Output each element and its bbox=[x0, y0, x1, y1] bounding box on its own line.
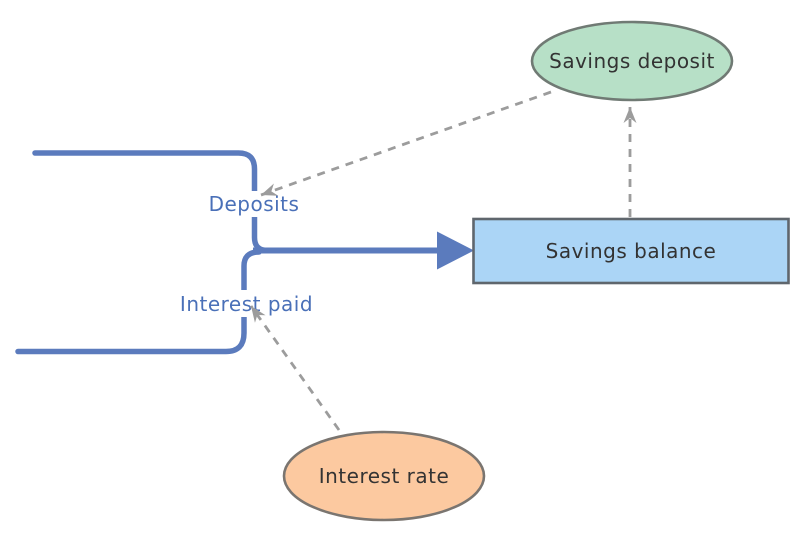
deposits-flow-label[interactable]: Deposits bbox=[201, 191, 307, 217]
interest-paid-flow-label[interactable]: Interest paid bbox=[171, 290, 322, 317]
savings-deposit-node[interactable] bbox=[530, 20, 734, 102]
interest-rate-label: Interest rate bbox=[318, 464, 450, 488]
savings-balance-stock[interactable] bbox=[472, 217, 790, 285]
interest-rate-node[interactable] bbox=[282, 430, 486, 522]
interest-paid-pipe bbox=[15, 249, 262, 355]
savings-deposit-label: Savings deposit bbox=[549, 49, 715, 73]
savings-balance-label: Savings balance bbox=[545, 238, 717, 263]
flow-arrowhead bbox=[437, 231, 474, 270]
